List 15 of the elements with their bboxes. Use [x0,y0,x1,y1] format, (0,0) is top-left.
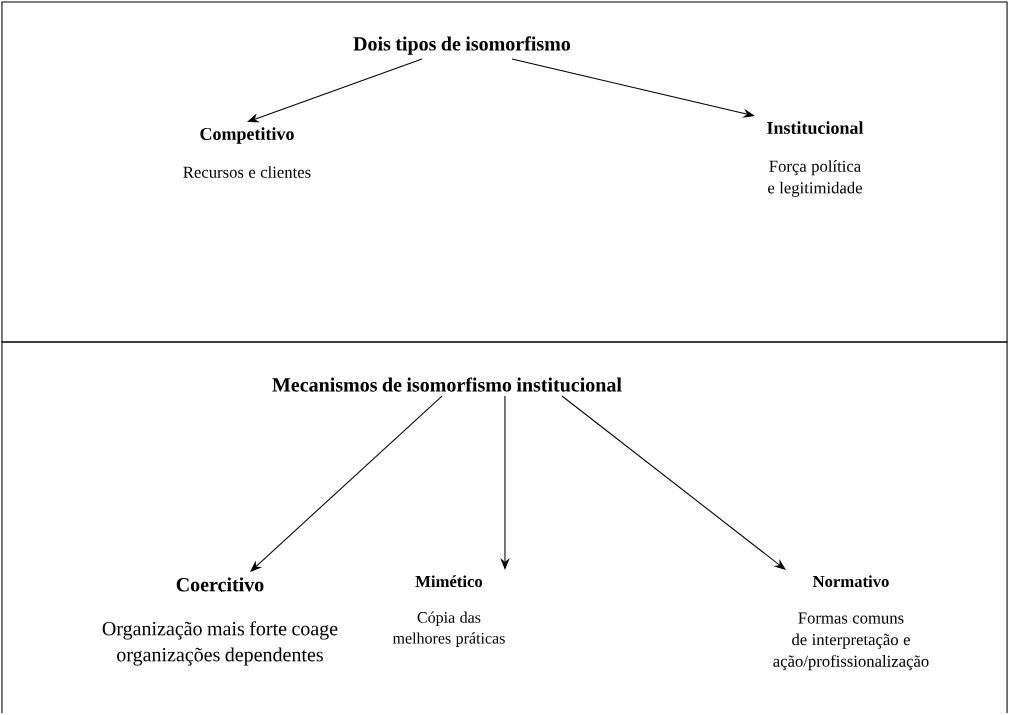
description: Recursos e clientes [183,166,311,178]
heading: Institucional [767,121,864,135]
arrow [511,58,755,118]
heading: Mimético [415,575,483,588]
description: Cópia das melhores práticas [392,611,505,647]
description: Força política e legitimidade [768,160,862,197]
panel-frame [1,1,1008,343]
panel-frame [1,341,1008,714]
heading: Dois tipos de isomorfismo [353,36,571,55]
heading: Mecanismos de isomorfismo institucional [272,377,622,392]
description: Formas comuns de interpretação e ação/profissionalização [773,612,929,671]
description: Organização mais forte coage organizações dependentes [102,621,338,666]
heading: Normativo [812,575,889,588]
heading: Coercitivo [176,577,264,592]
heading: Competitivo [200,127,294,144]
